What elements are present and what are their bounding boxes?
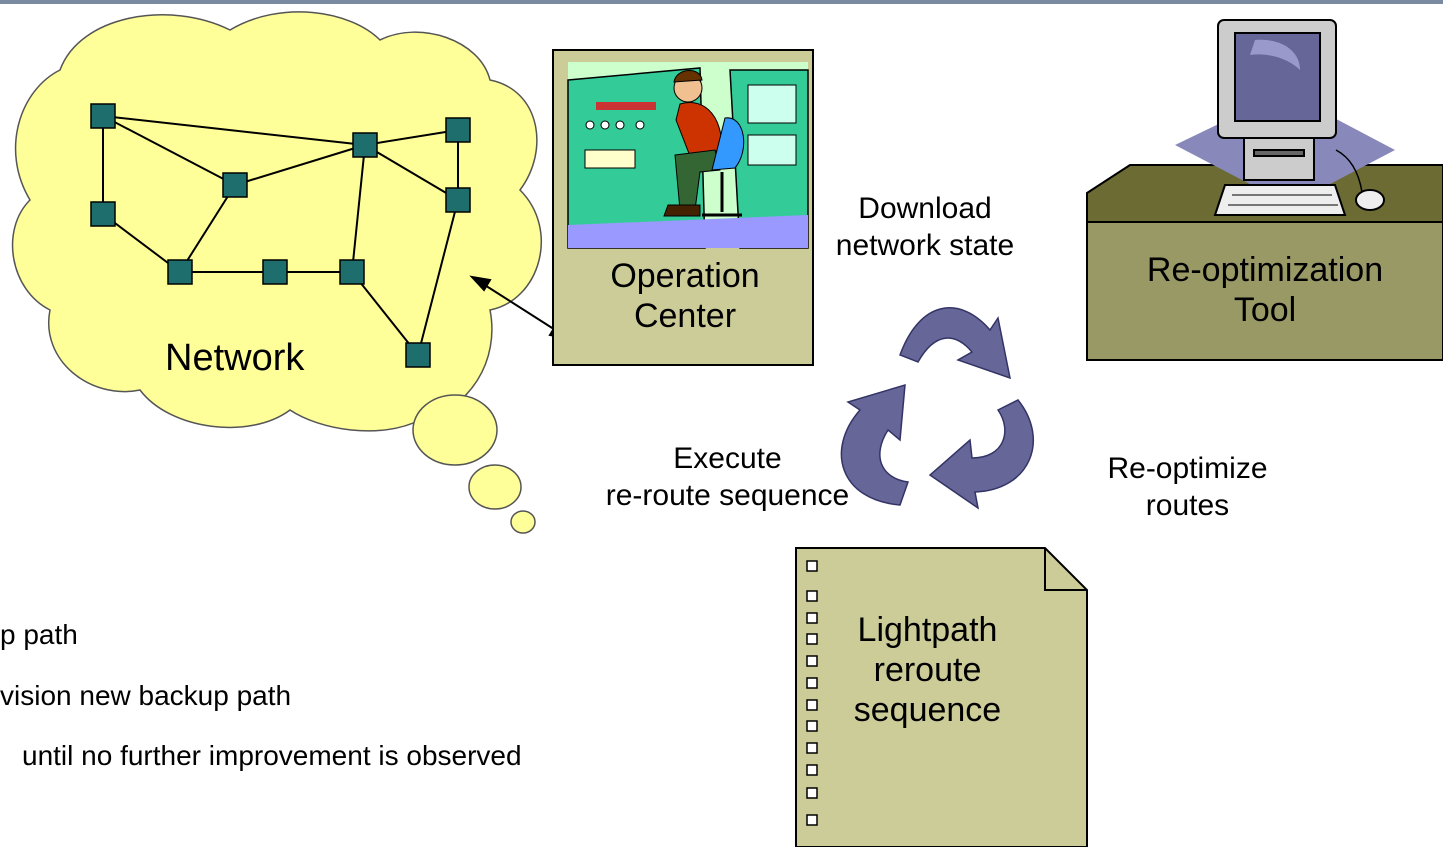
document-checkboxes: [806, 560, 818, 826]
sequence-line2: reroute: [873, 651, 982, 689]
bullet-line: until no further improvement is observed: [22, 740, 522, 771]
operator-console-illustration: [567, 62, 809, 249]
checkbox-icon: [806, 590, 818, 602]
checkbox-icon: [806, 814, 818, 826]
network-cloud: [11, 11, 543, 534]
network-nodes: [90, 103, 471, 368]
reoptimize-routes-label: Re-optimize routes: [1055, 450, 1320, 524]
checkbox-icon: [806, 742, 818, 754]
download-line2: network state: [835, 229, 1015, 262]
reoptimization-tool-label: Re-optimization Tool: [1095, 250, 1435, 330]
checkbox-icon: [806, 720, 818, 732]
execute-line1: Execute: [673, 442, 782, 475]
operation-center-line1: Operation: [610, 257, 760, 295]
execute-line2: re-route sequence: [605, 479, 850, 512]
operation-center-box: [552, 49, 814, 366]
header-strip: [0, 0, 1443, 4]
network-node: [445, 187, 471, 213]
checkbox-icon: [806, 633, 818, 645]
reoptimize-line2: routes: [1145, 489, 1230, 522]
checkbox-icon: [806, 677, 818, 689]
computer-illustration: [1213, 19, 1385, 216]
checkbox-icon: [806, 560, 818, 572]
network-node: [352, 132, 378, 158]
network-node: [90, 103, 116, 129]
download-line1: Download: [858, 192, 992, 225]
checkbox-icon: [806, 655, 818, 667]
reoptimization-tool-desk: [1086, 19, 1443, 361]
checkbox-icon: [806, 612, 818, 624]
reoptimize-line1: Re-optimize: [1107, 452, 1268, 485]
cycle-arrow-reoptimize: [928, 399, 1035, 510]
network-node: [339, 259, 365, 285]
network-node: [222, 172, 248, 198]
network-node: [167, 259, 193, 285]
reoptimization-tool-line2: Tool: [1233, 291, 1297, 329]
cycle-arrow-download: [899, 307, 1011, 380]
cycle-arrow-execute: [840, 383, 910, 506]
network-node: [405, 342, 431, 368]
network-node: [262, 259, 288, 285]
checkbox-icon: [806, 699, 818, 711]
network-node: [90, 201, 116, 227]
checkbox-icon: [806, 787, 818, 799]
sequence-line3: sequence: [853, 691, 1002, 729]
checkbox-icon: [806, 764, 818, 776]
sequence-document: [795, 547, 1088, 847]
network-node: [445, 117, 471, 143]
lightpath-sequence-label: Lightpath reroute sequence: [820, 610, 1035, 730]
reoptimization-tool-line1: Re-optimization: [1146, 251, 1384, 289]
sequence-line1: Lightpath: [857, 611, 998, 649]
cycle-arrows: [840, 307, 1035, 510]
network-label: Network: [165, 337, 305, 379]
bullet-line: p path: [0, 619, 78, 650]
bullet-line: vision new backup path: [0, 680, 292, 711]
download-network-state-label: Download network state: [800, 190, 1050, 264]
operation-center-label: Operation Center: [575, 256, 795, 336]
execute-reroute-label: Execute re-route sequence: [545, 440, 910, 514]
operation-center-line2: Center: [633, 297, 737, 335]
